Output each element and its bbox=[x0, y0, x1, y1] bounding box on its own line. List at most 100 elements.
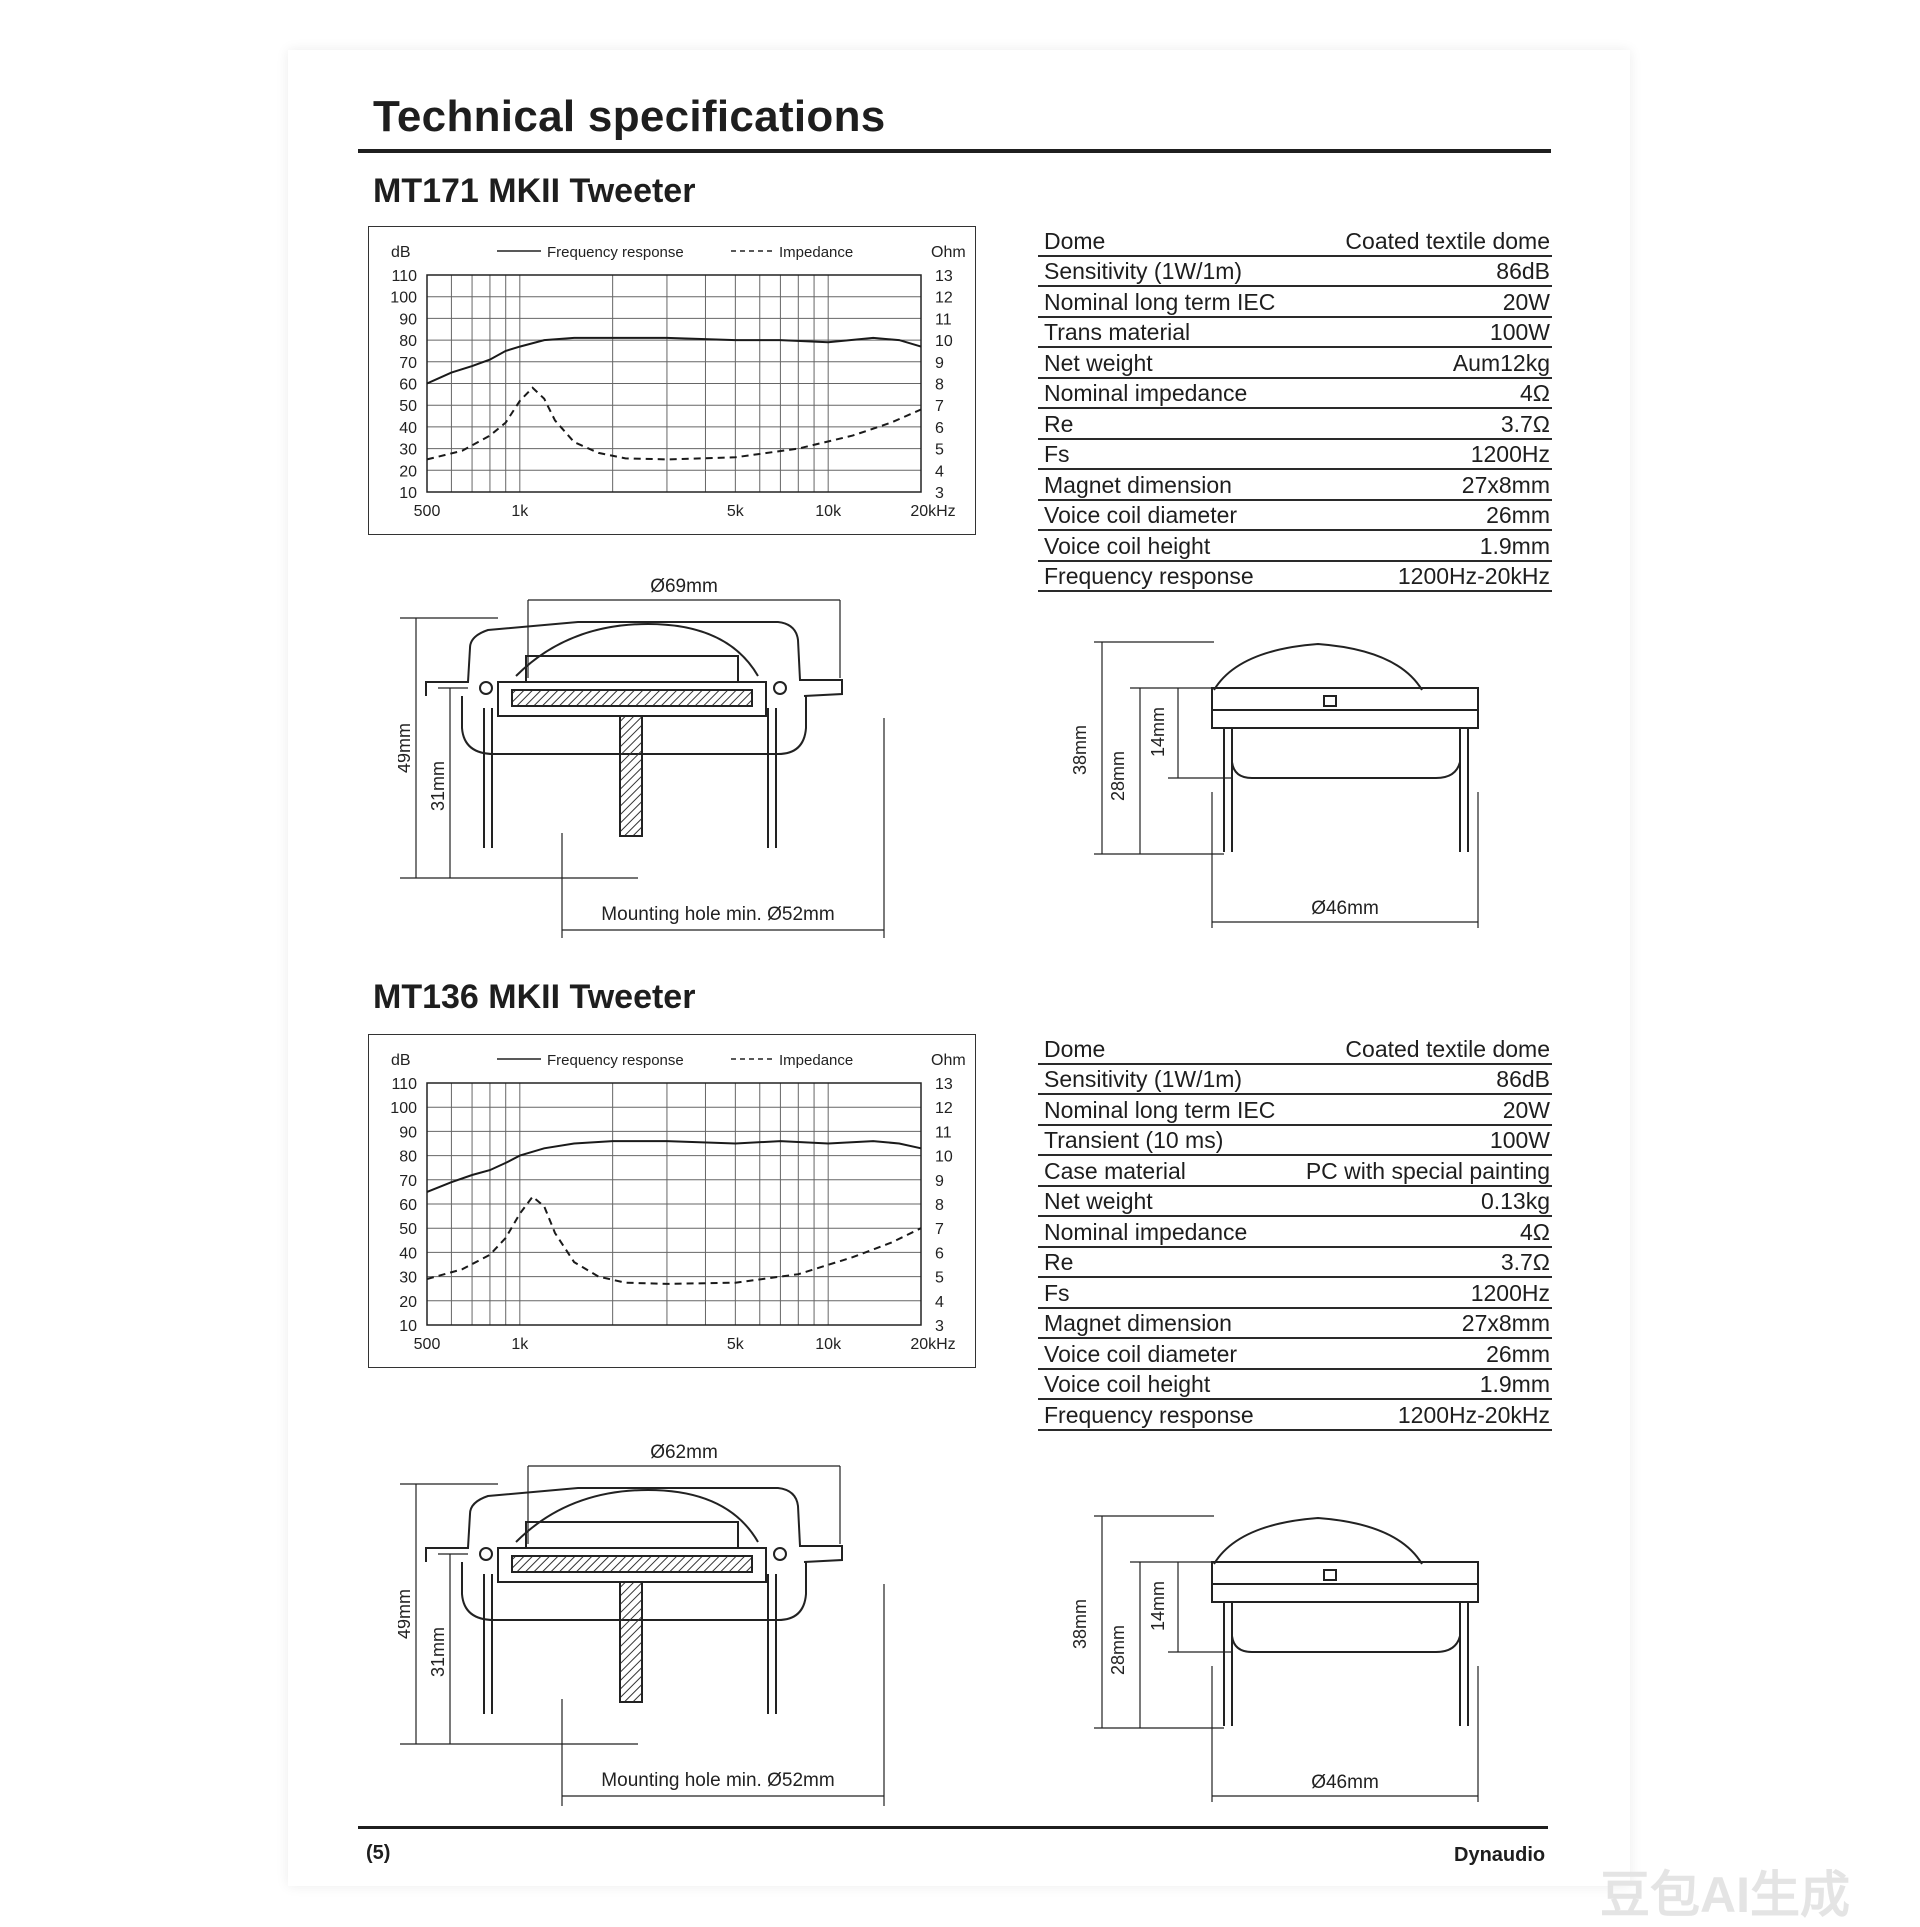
mount-screw-right bbox=[773, 681, 787, 695]
y-tick-label-left: 30 bbox=[399, 442, 417, 459]
magnet-top bbox=[525, 1521, 739, 1549]
right-unit-label: Ohm bbox=[931, 244, 966, 261]
y-tick-label-left: 90 bbox=[399, 311, 417, 328]
height-top-label: 14mm bbox=[1148, 707, 1168, 757]
spec-value: 1.9mm bbox=[1479, 1371, 1550, 1397]
footer-rule bbox=[358, 1826, 1548, 1829]
x-tick-label: 500 bbox=[414, 503, 441, 520]
spec-value: 100W bbox=[1489, 319, 1550, 345]
x-tick-label: 5k bbox=[727, 1336, 745, 1353]
y-tick-label-left: 110 bbox=[391, 268, 417, 285]
spec-value: 26mm bbox=[1486, 1340, 1550, 1367]
spec-label: Dome bbox=[1044, 1035, 1106, 1062]
terminal-left bbox=[483, 1574, 493, 1714]
front-body-lower bbox=[1231, 728, 1461, 779]
front-terminal-right bbox=[1459, 728, 1469, 852]
y-tick-label-left: 50 bbox=[399, 1221, 417, 1238]
spec-value: 1200Hz bbox=[1470, 1279, 1550, 1306]
front-terminal-left bbox=[1223, 728, 1233, 852]
right-unit-label: Ohm bbox=[931, 1052, 966, 1069]
spec-label: Nominal long term IEC bbox=[1044, 1096, 1276, 1123]
section-title-mt136: MT136 MKII Tweeter bbox=[373, 978, 696, 1016]
spec-label: Re bbox=[1044, 410, 1074, 437]
plot-frame bbox=[426, 1082, 922, 1326]
spec-label: Nominal impedance bbox=[1044, 1218, 1248, 1245]
height-lower-label: 31mm bbox=[428, 761, 448, 811]
spec-label: Net weight bbox=[1044, 1188, 1153, 1214]
height-lower-label: 31mm bbox=[428, 1627, 448, 1677]
spec-value: 4Ω bbox=[1520, 1218, 1550, 1245]
spec-label: Voice coil diameter bbox=[1044, 502, 1238, 528]
spec-label: Frequency response bbox=[1044, 563, 1254, 589]
front-notch bbox=[1323, 695, 1337, 707]
x-tick-label: 1k bbox=[511, 503, 529, 520]
x-tick-label: 20kHz bbox=[910, 503, 955, 520]
spec-value: 20W bbox=[1502, 1096, 1550, 1123]
frequency-response-curve bbox=[426, 1140, 922, 1193]
spec-label: Trans material bbox=[1044, 319, 1191, 345]
width-dimension-label: Ø46mm bbox=[1311, 1772, 1379, 1793]
spec-label: Frequency response bbox=[1044, 1401, 1254, 1428]
spec-row: Voice coil diameter 26mm bbox=[1038, 1339, 1552, 1370]
x-tick-label: 10k bbox=[815, 1336, 842, 1353]
y-tick-label-left: 20 bbox=[399, 1294, 417, 1311]
y-tick-label-right: 13 bbox=[935, 1076, 953, 1093]
y-tick-label-right: 10 bbox=[935, 1149, 953, 1166]
section-title-mt171: MT171 MKII Tweeter bbox=[373, 172, 696, 210]
width-dimension-label: Ø69mm bbox=[650, 578, 718, 597]
y-tick-label-right: 13 bbox=[935, 268, 953, 285]
height-mid-label: 28mm bbox=[1108, 751, 1128, 801]
spec-label: Sensitivity (1W/1m) bbox=[1044, 1066, 1243, 1092]
legend-impedance: Impedance bbox=[779, 1052, 853, 1069]
impedance-curve bbox=[426, 386, 922, 461]
spec-row: Transient (10 ms)100W bbox=[1038, 1126, 1552, 1156]
impedance-curve bbox=[426, 1195, 922, 1285]
spec-value: 1200Hz-20kHz bbox=[1397, 1401, 1550, 1428]
spec-label: Voice coil diameter bbox=[1044, 1340, 1238, 1367]
spec-label: Transient (10 ms) bbox=[1044, 1127, 1224, 1153]
y-tick-label-right: 6 bbox=[935, 1245, 944, 1262]
spec-row: Nominal long term IEC 20W bbox=[1038, 1095, 1552, 1126]
y-tick-label-left: 40 bbox=[399, 420, 417, 437]
left-unit-label: dB bbox=[391, 1052, 411, 1069]
y-tick-label-right: 11 bbox=[935, 1124, 952, 1141]
x-tick-label: 1k bbox=[511, 1336, 529, 1353]
y-tick-label-right: 8 bbox=[935, 1197, 944, 1214]
left-unit-label: dB bbox=[391, 244, 411, 261]
spec-label: Magnet dimension bbox=[1044, 1310, 1232, 1336]
height-mid-label: 28mm bbox=[1108, 1625, 1128, 1675]
y-tick-label-right: 11 bbox=[935, 311, 952, 328]
y-tick-label-right: 7 bbox=[935, 1221, 944, 1238]
y-tick-label-left: 80 bbox=[399, 333, 417, 350]
y-tick-label-right: 5 bbox=[935, 1270, 944, 1287]
spec-row: Sensitivity (1W/1m)86dB bbox=[1038, 257, 1552, 287]
y-tick-label-right: 4 bbox=[935, 1294, 944, 1311]
dome-outline bbox=[515, 1488, 759, 1543]
x-tick-label: 10k bbox=[815, 503, 842, 520]
tweeter-flange bbox=[425, 621, 843, 697]
spec-value: 27x8mm bbox=[1461, 471, 1550, 498]
y-tick-label-right: 3 bbox=[935, 485, 944, 502]
spec-row: Sensitivity (1W/1m)86dB bbox=[1038, 1065, 1552, 1095]
front-terminal-left bbox=[1223, 1602, 1233, 1726]
height-total-label: 49mm bbox=[398, 1589, 414, 1639]
height-total-label: 38mm bbox=[1070, 725, 1090, 775]
spec-label: Case material bbox=[1044, 1157, 1186, 1184]
terminal-left bbox=[483, 708, 493, 848]
frequency-response-curve bbox=[426, 336, 922, 385]
y-tick-label-right: 7 bbox=[935, 398, 944, 415]
width-dimension-label: Ø62mm bbox=[650, 1444, 718, 1463]
y-tick-label-left: 50 bbox=[399, 398, 417, 415]
y-tick-label-left: 60 bbox=[399, 377, 417, 394]
